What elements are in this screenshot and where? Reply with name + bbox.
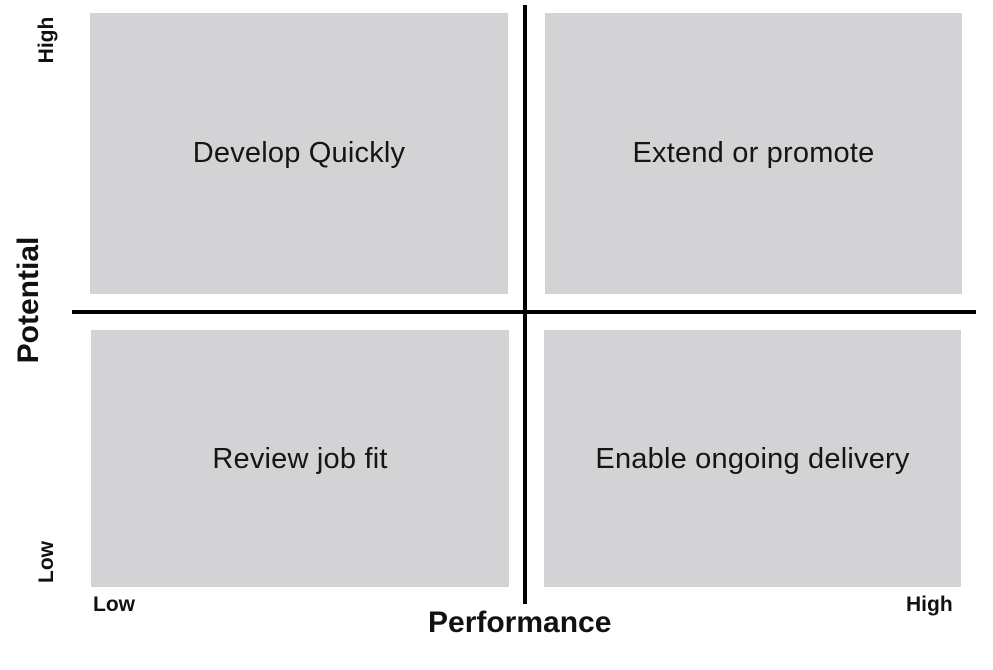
x-axis-low-label: Low <box>93 593 135 616</box>
quadrant-label-develop-quickly: Develop Quickly <box>192 137 406 169</box>
y-axis-high-label: High <box>35 16 58 64</box>
y-axis-title: Potential <box>12 236 45 364</box>
quadrant-top-right: Extend or promote <box>545 13 962 294</box>
quadrant-bottom-right: Enable ongoing delivery <box>544 330 961 587</box>
quadrant-label-enable-ongoing-delivery: Enable ongoing delivery <box>595 443 910 475</box>
quadrant-label-review-job-fit: Review job fit <box>212 443 388 475</box>
x-axis-high-label: High <box>906 593 953 616</box>
vertical-divider-line <box>523 5 527 604</box>
quadrant-top-left: Develop Quickly <box>90 13 508 294</box>
horizontal-divider-line <box>72 310 976 314</box>
quadrant-bottom-left: Review job fit <box>91 330 509 587</box>
quadrant-label-extend-or-promote: Extend or promote <box>632 137 875 169</box>
x-axis-title: Performance <box>428 606 612 639</box>
y-axis-low-label: Low <box>35 541 58 583</box>
